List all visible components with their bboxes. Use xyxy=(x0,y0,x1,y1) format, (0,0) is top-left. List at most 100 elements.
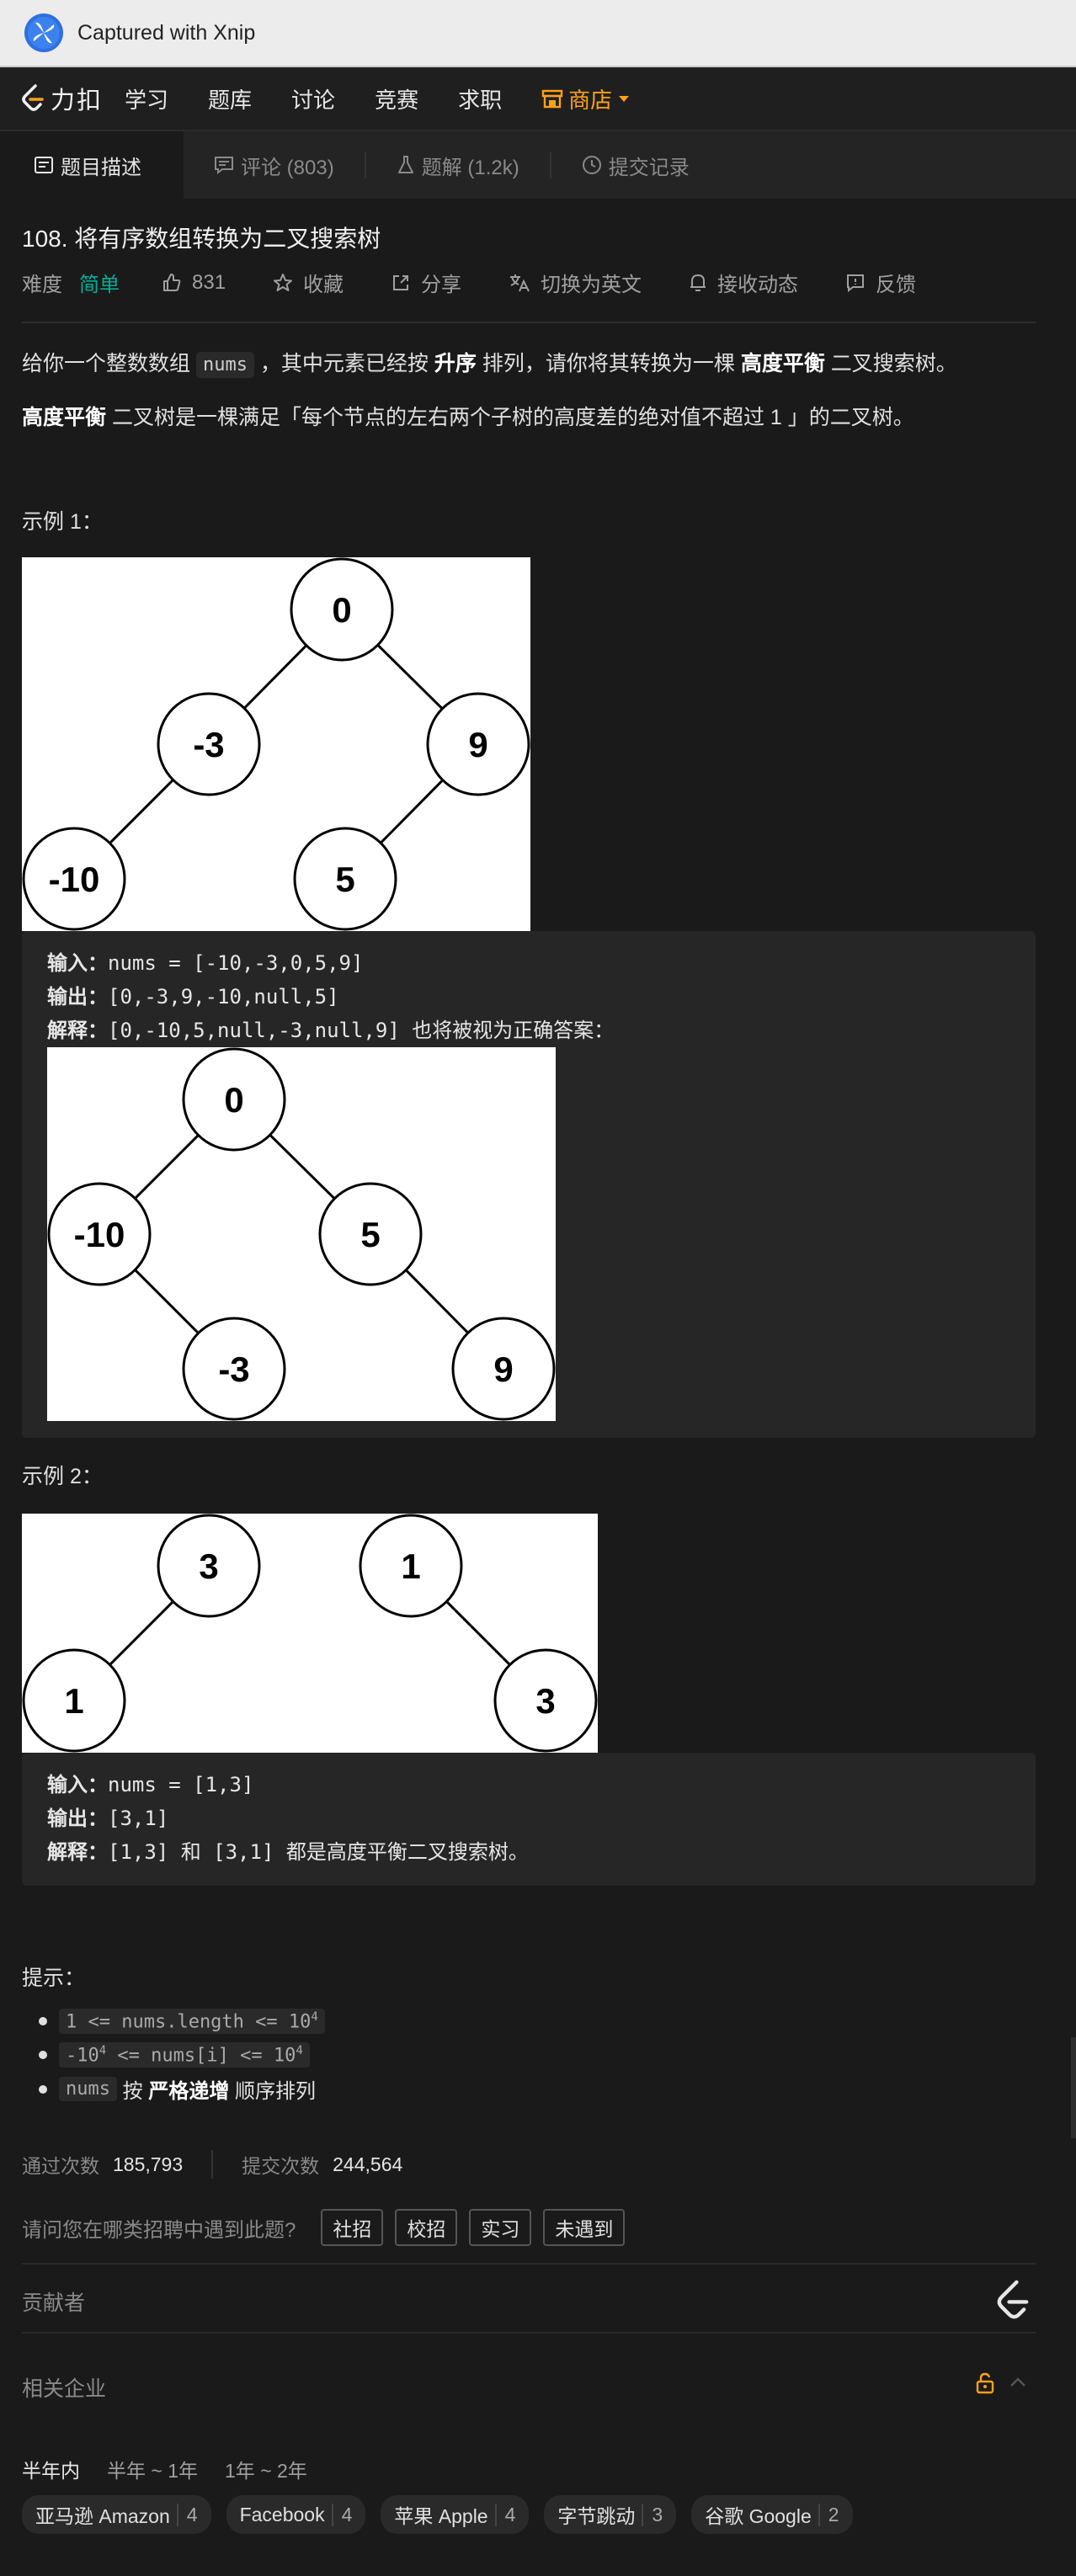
meta-divider xyxy=(22,322,1036,323)
tree-node: 5 xyxy=(335,860,354,899)
example-2-label: 示例 2： xyxy=(22,1465,103,1488)
subscribe-button[interactable]: 接收动态 xyxy=(689,268,798,297)
survey-option-campus[interactable]: 校招 xyxy=(395,2209,458,2246)
tree-node: 3 xyxy=(535,1681,555,1721)
tree-node: 3 xyxy=(199,1546,218,1586)
tree-node: -3 xyxy=(218,1349,249,1389)
switch-language-button[interactable]: 切换为英文 xyxy=(509,268,642,297)
tab-description[interactable]: 题目描述 xyxy=(0,131,184,199)
xnip-logo-icon xyxy=(24,13,63,52)
survey-question: 请问您在哪类招聘中遇到此题? xyxy=(22,2218,296,2242)
share-button[interactable]: 分享 xyxy=(391,268,461,297)
tree-node: 9 xyxy=(493,1349,513,1389)
brand-logo[interactable]: 力扣 xyxy=(20,81,103,116)
leetcode-avatar-icon[interactable] xyxy=(993,2280,1032,2322)
tab-solutions[interactable]: 题解 (1.2k) xyxy=(366,131,550,199)
problem-meta-bar: 难度 简单 831 收藏 分享 切换为英文 接收动态 反馈 xyxy=(22,268,963,297)
submitted-label: 提交次数 xyxy=(242,2155,320,2177)
comment-icon xyxy=(214,156,234,174)
flask-icon xyxy=(397,155,415,175)
tree-node: 0 xyxy=(224,1080,243,1120)
submission-stats: 通过次数 185,793 提交次数 244,564 xyxy=(22,2150,402,2179)
hint-item: nums 按 严格递增 顺序排列 xyxy=(39,2074,316,2104)
survey-option-social[interactable]: 社招 xyxy=(321,2209,384,2246)
accepted-label: 通过次数 xyxy=(22,2155,99,2177)
tree-node: 1 xyxy=(401,1546,420,1586)
section-divider xyxy=(22,2332,1036,2334)
tab-comments[interactable]: 评论 (803) xyxy=(184,131,365,199)
scrollbar[interactable] xyxy=(1071,2037,1076,2138)
chevron-down-icon xyxy=(619,95,630,102)
example-1-alt-tree-image: 0 -10 5 -3 9 xyxy=(47,1047,556,1421)
difficulty-badge: 简单 xyxy=(79,274,120,296)
description-icon xyxy=(34,156,54,174)
problem-title: 108. 将有序数组转换为二叉搜索树 xyxy=(22,226,381,252)
contributors-label: 贡献者 xyxy=(22,2291,86,2315)
stats-divider xyxy=(211,2150,214,2179)
hints-title: 提示： xyxy=(22,1967,86,1990)
tree-node: 0 xyxy=(332,590,351,630)
example-2-tree-image: 3 1 1 3 xyxy=(22,1514,598,1753)
tab-divider xyxy=(364,152,366,178)
like-button[interactable]: 831 xyxy=(162,271,226,295)
description-paragraph-2: 高度平衡 二叉树是一棵满足「每个节点的左右两个子树的高度差的绝对值不超过 1 」… xyxy=(22,406,914,429)
hint-item: -104 <= nums[i] <= 104 xyxy=(39,2042,310,2068)
nav-contest[interactable]: 竞赛 xyxy=(375,87,419,113)
feedback-button[interactable]: 反馈 xyxy=(845,268,916,297)
section-divider xyxy=(22,2263,1036,2265)
accepted-count: 185,793 xyxy=(113,2153,184,2175)
tree-node: -3 xyxy=(193,725,224,764)
survey-option-intern[interactable]: 实习 xyxy=(469,2209,532,2246)
period-one-to-two-years[interactable]: 1年 ~ 2年 xyxy=(225,2460,307,2482)
tree-node: 5 xyxy=(360,1215,380,1254)
chevron-up-icon[interactable] xyxy=(1009,2376,1027,2389)
nav-discuss[interactable]: 讨论 xyxy=(291,87,336,113)
problem-tabs: 题目描述 评论 (803) 题解 (1.2k) 提交记录 xyxy=(0,131,1076,199)
star-icon xyxy=(274,273,293,291)
unlock-icon[interactable] xyxy=(975,2372,995,2394)
tab-divider xyxy=(549,152,551,178)
capture-title: Captured with Xnip xyxy=(77,20,256,45)
tree-node: 1 xyxy=(64,1681,83,1721)
survey-option-never[interactable]: 未遇到 xyxy=(543,2209,626,2246)
favorite-button[interactable]: 收藏 xyxy=(273,268,344,297)
thumbs-up-icon xyxy=(163,273,181,291)
period-half-to-one-year[interactable]: 半年 ~ 1年 xyxy=(107,2460,199,2482)
company-period-filter: 半年内 半年 ~ 1年 1年 ~ 2年 xyxy=(22,2455,334,2483)
interview-survey: 请问您在哪类招聘中遇到此题? 社招 校招 实习 未遇到 xyxy=(22,2209,626,2246)
example-1-label: 示例 1： xyxy=(22,510,103,534)
nav-learn[interactable]: 学习 xyxy=(125,87,169,113)
clock-icon xyxy=(582,155,602,175)
tab-submissions[interactable]: 提交记录 xyxy=(551,131,720,199)
store-label: 商店 xyxy=(568,87,613,113)
period-half-year[interactable]: 半年内 xyxy=(22,2460,80,2482)
inline-code: nums xyxy=(195,352,254,378)
example-1-code-block: 输入：nums = [-10,-3,0,5,9] 输出：[0,-3,9,-10,… xyxy=(22,931,1036,1438)
nav-store[interactable]: 商店 xyxy=(541,83,630,114)
feedback-icon xyxy=(847,274,865,292)
example-2-code-block: 输入：nums = [1,3] 输出：[3,1] 解释：[1,3] 和 [3,1… xyxy=(22,1753,1036,1886)
related-companies-label: 相关企业 xyxy=(22,2377,107,2401)
tree-node: -10 xyxy=(74,1215,125,1254)
nav-problemset[interactable]: 题库 xyxy=(208,87,253,113)
leetcode-logo-icon xyxy=(22,84,44,111)
difficulty-label: 难度 xyxy=(22,274,62,296)
share-icon xyxy=(393,274,409,290)
submitted-count: 244,564 xyxy=(333,2153,403,2175)
nav-jobs[interactable]: 求职 xyxy=(458,87,503,113)
translate-icon xyxy=(510,274,530,291)
tree-node: 9 xyxy=(468,725,487,764)
capture-title-bar: Captured with Xnip xyxy=(0,0,1076,67)
brand-name: 力扣 xyxy=(51,88,104,114)
example-1-tree-image: 0 -3 9 -10 5 xyxy=(22,557,530,931)
top-nav: 力扣 学习 题库 讨论 竞赛 求职 商店 xyxy=(0,67,1076,131)
description-paragraph-1: 给你一个整数数组 nums ，其中元素已经按 升序 排列，请你将其转换为一棵 高… xyxy=(22,347,957,378)
hint-item: 1 <= nums.length <= 104 xyxy=(39,2009,325,2035)
store-icon xyxy=(541,89,563,109)
